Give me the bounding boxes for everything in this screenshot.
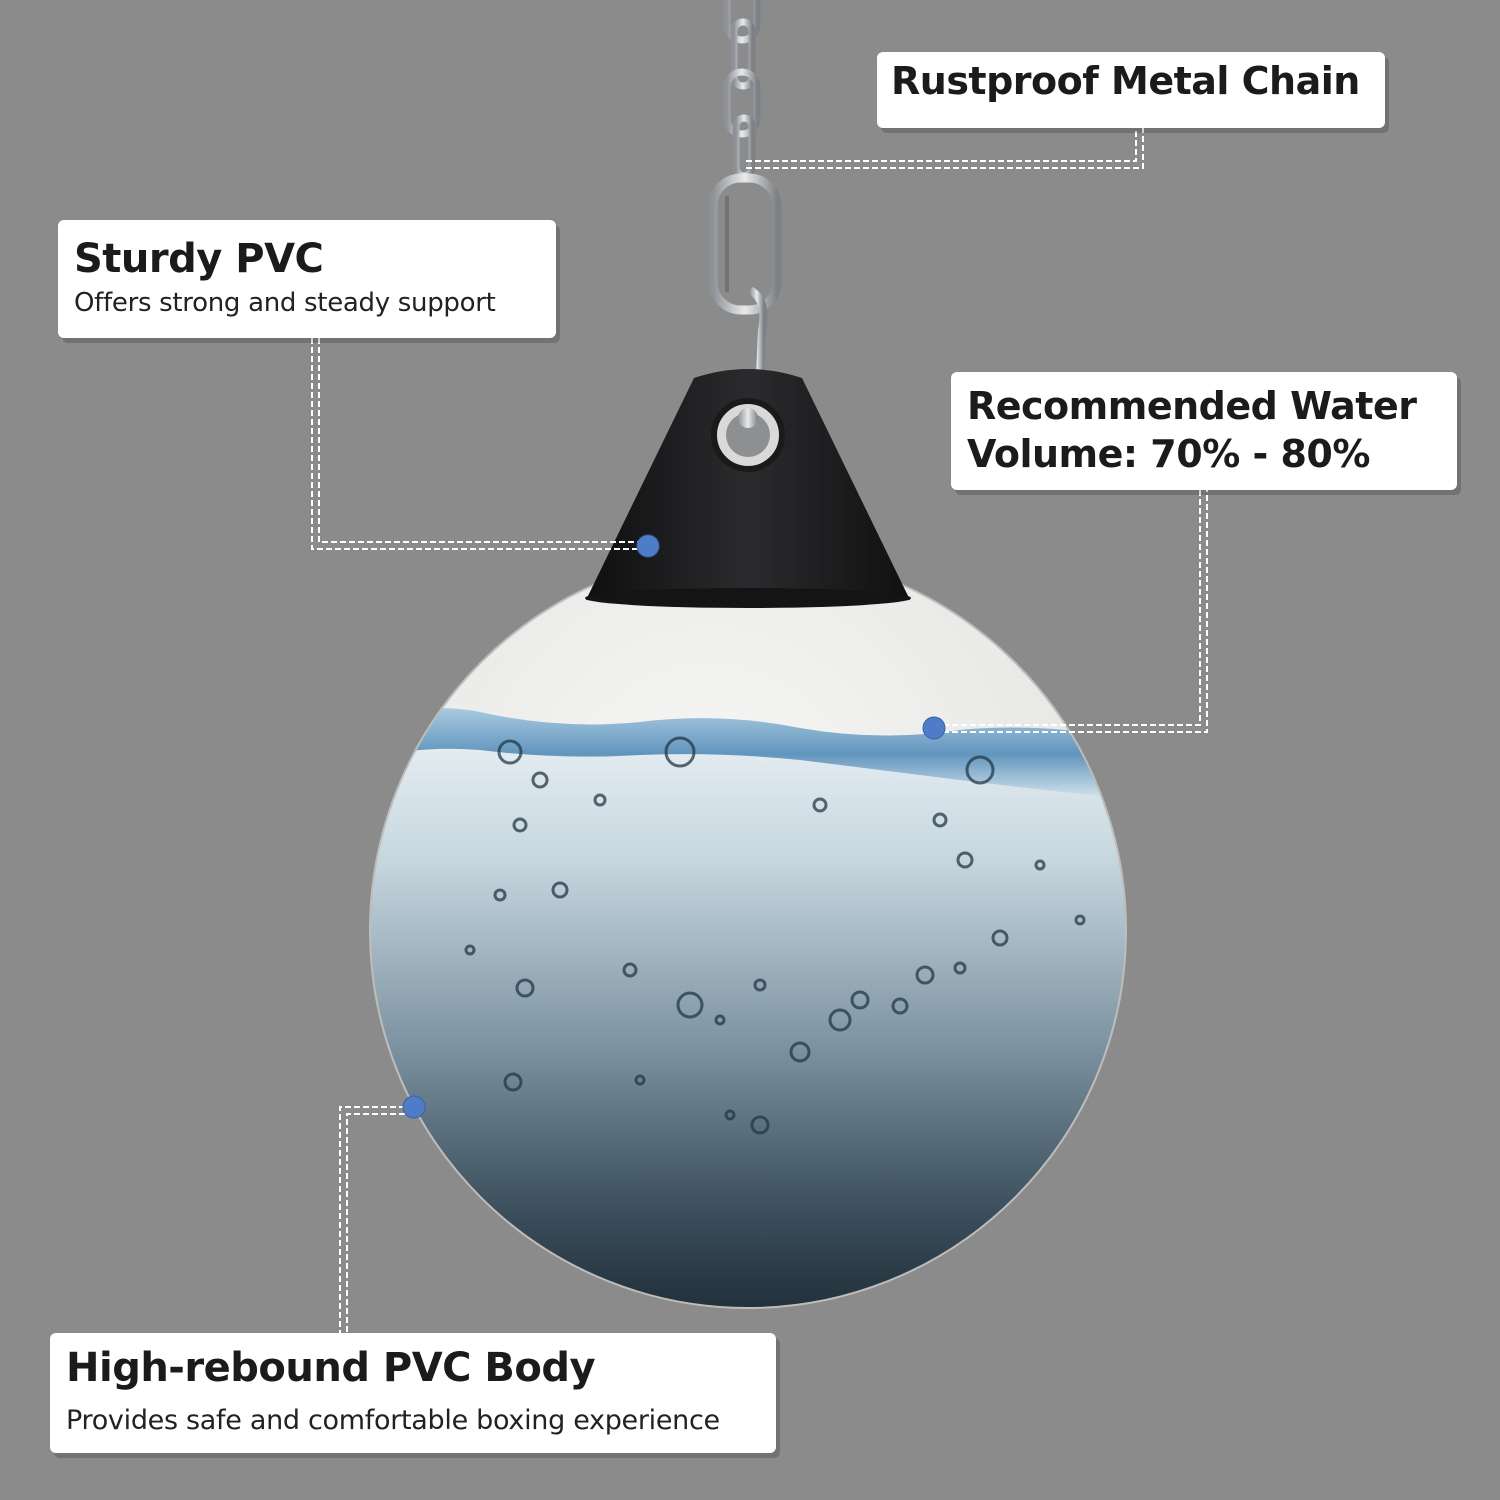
sturdy-pvc-title: Sturdy PVC [74, 236, 324, 282]
water-bag-icon [369, 369, 1127, 1309]
chain-callout: Rustproof Metal Chain [877, 52, 1385, 128]
chain-leader-line [746, 128, 1144, 169]
pvc-body-title: High-rebound PVC Body [66, 1345, 596, 1391]
pvc-body-subtitle: Provides safe and comfortable boxing exp… [66, 1405, 720, 1436]
water-leader-line [934, 490, 1208, 733]
water-volume-title-line2: Volume: 70% - 80% [967, 432, 1370, 476]
sturdy-pvc-callout: Sturdy PVC Offers strong and steady supp… [58, 220, 556, 338]
pvc-body-callout: High-rebound PVC Body Provides safe and … [50, 1333, 776, 1453]
water-volume-title-line1: Recommended Water [967, 384, 1417, 428]
water-volume-callout: Recommended Water Volume: 70% - 80% [951, 372, 1457, 490]
pvc-marker-dot [636, 534, 660, 558]
water-marker-dot [922, 716, 946, 740]
body-leader-line [339, 1106, 414, 1333]
chain-icon [723, 0, 761, 180]
carabiner-icon [708, 173, 782, 421]
sturdy-pvc-subtitle: Offers strong and steady support [74, 288, 496, 318]
chain-callout-title: Rustproof Metal Chain [891, 59, 1360, 103]
body-marker-dot [402, 1095, 426, 1119]
pvc-leader-line [311, 338, 648, 550]
